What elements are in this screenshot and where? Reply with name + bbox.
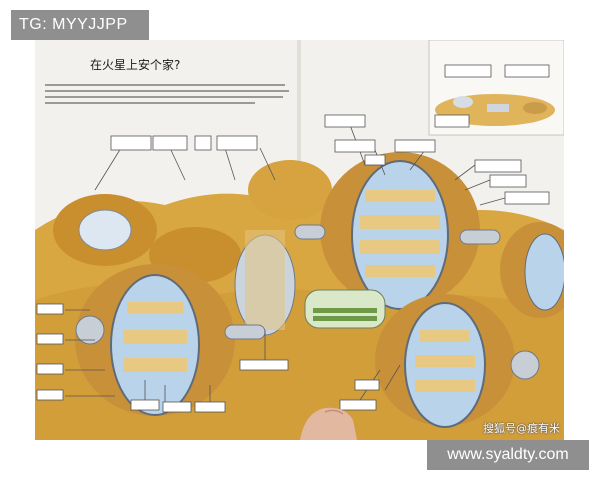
dome-large-glass xyxy=(110,274,200,416)
thumb xyxy=(300,407,357,440)
intro-text-lines xyxy=(45,84,289,104)
airlock xyxy=(75,315,105,345)
dome-large-floors xyxy=(415,330,475,392)
greenhouse-plants xyxy=(313,308,377,321)
dome-small xyxy=(248,160,332,220)
book-title: 在火星上安个家? xyxy=(90,58,181,72)
watermark: 搜狐号@痕有米 xyxy=(483,422,560,435)
dome-large-glass xyxy=(351,160,449,310)
inset-dome xyxy=(523,102,547,114)
dome-large-floors xyxy=(123,302,187,372)
inset-dome xyxy=(453,96,473,108)
dome-window xyxy=(78,209,132,251)
thumb-nail xyxy=(324,409,344,415)
inset-module xyxy=(487,104,509,112)
dome-large-floors xyxy=(360,190,440,277)
dome-medium-glass xyxy=(524,233,564,311)
callout-boxes xyxy=(36,64,550,413)
book-photo xyxy=(35,40,564,440)
bottom-tag: www.syaldty.com xyxy=(427,440,589,470)
top-tag: TG: MYYJJPP xyxy=(11,10,149,40)
airlock xyxy=(510,350,540,380)
tower-interior xyxy=(245,230,285,330)
